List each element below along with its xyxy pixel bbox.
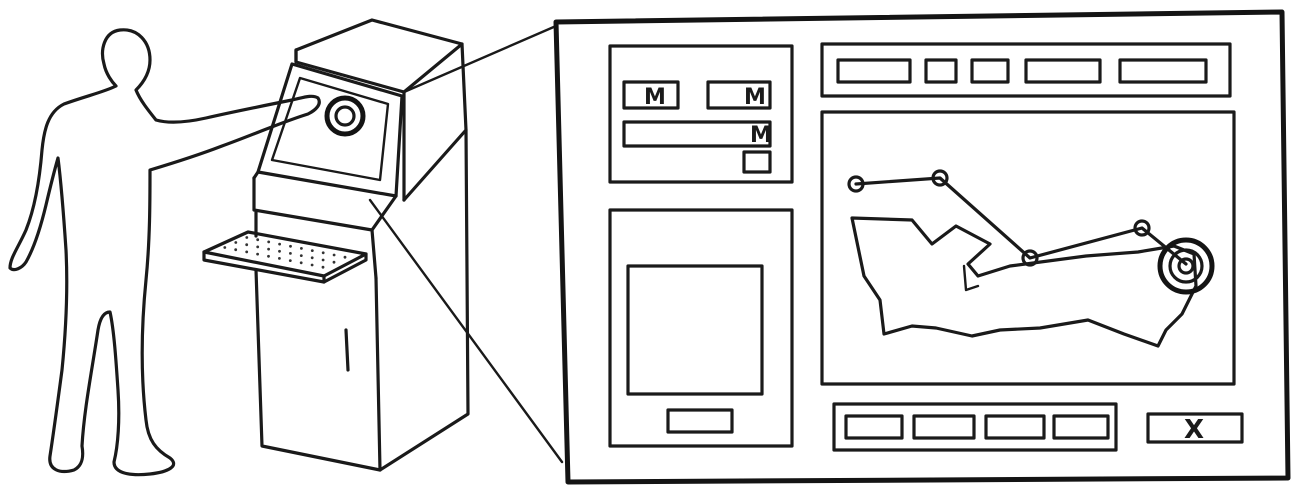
keyboard-key — [256, 238, 259, 241]
keyboard-key — [278, 257, 281, 260]
keyboard-key — [245, 236, 248, 239]
preview-image — [628, 266, 762, 394]
menu-tab-1[interactable]: M — [624, 82, 678, 110]
keyboard-key — [311, 264, 314, 267]
bottom-toolbar-button-4[interactable] — [1054, 416, 1108, 438]
menu-tab-3-label: M — [750, 123, 772, 148]
keyboard-key — [234, 248, 237, 251]
keyboard-key — [300, 254, 303, 257]
menu-panel: M M M — [610, 46, 792, 182]
top-toolbar-button-3[interactable] — [972, 60, 1008, 82]
top-toolbar-button-5[interactable] — [1120, 60, 1206, 82]
close-button[interactable]: X — [1148, 414, 1242, 445]
keyboard-key — [333, 254, 336, 257]
keyboard-key — [278, 250, 281, 253]
menu-tab-2-label: M — [744, 85, 766, 110]
menu-small-box[interactable] — [744, 152, 770, 172]
map-panel[interactable] — [822, 112, 1234, 384]
top-toolbar-button-2[interactable] — [926, 60, 956, 82]
keyboard-key — [267, 255, 270, 258]
keyboard-key — [289, 245, 292, 248]
keyboard-tray — [204, 232, 366, 282]
touch-target-icon — [327, 98, 363, 134]
keyboard-key — [256, 246, 259, 249]
preview-panel — [610, 210, 792, 446]
bottom-toolbar-button-3[interactable] — [986, 416, 1044, 438]
menu-tab-1-label: M — [644, 85, 666, 110]
bottom-toolbar-button-1[interactable] — [846, 416, 902, 438]
person-silhouette — [10, 30, 319, 475]
keyboard-key — [267, 248, 270, 251]
keyboard-key — [333, 261, 336, 264]
menu-tab-2[interactable]: M — [708, 82, 770, 110]
keyboard-key — [289, 259, 292, 262]
keyboard-key — [256, 253, 259, 256]
keyboard-key — [245, 243, 248, 246]
keyboard-key — [234, 241, 237, 244]
top-toolbar — [822, 44, 1230, 96]
menu-field-row[interactable]: M — [624, 122, 772, 148]
keyboard-key — [267, 241, 270, 244]
keyboard-key — [300, 261, 303, 264]
keyboard-key — [289, 252, 292, 255]
keyboard-key — [311, 256, 314, 259]
top-toolbar-button-4[interactable] — [1026, 60, 1100, 82]
preview-button[interactable] — [668, 410, 732, 432]
keyboard-key — [223, 246, 226, 249]
keyboard-key — [322, 266, 325, 269]
bottom-toolbar-button-2[interactable] — [914, 416, 974, 438]
map-region — [852, 218, 1196, 346]
keyboard-key — [245, 251, 248, 254]
enlarged-screen: M M M — [556, 12, 1288, 482]
kiosk — [204, 20, 468, 470]
keyboard-key — [311, 249, 314, 252]
top-toolbar-button-1[interactable] — [838, 60, 910, 82]
close-icon: X — [1184, 415, 1204, 445]
keyboard-key — [344, 256, 347, 259]
keyboard-key — [322, 251, 325, 254]
keyboard-key — [278, 243, 281, 246]
keyboard-key — [322, 259, 325, 262]
bottom-toolbar — [834, 404, 1116, 450]
keyboard-key — [300, 247, 303, 250]
destination-target-icon[interactable] — [1160, 240, 1212, 292]
